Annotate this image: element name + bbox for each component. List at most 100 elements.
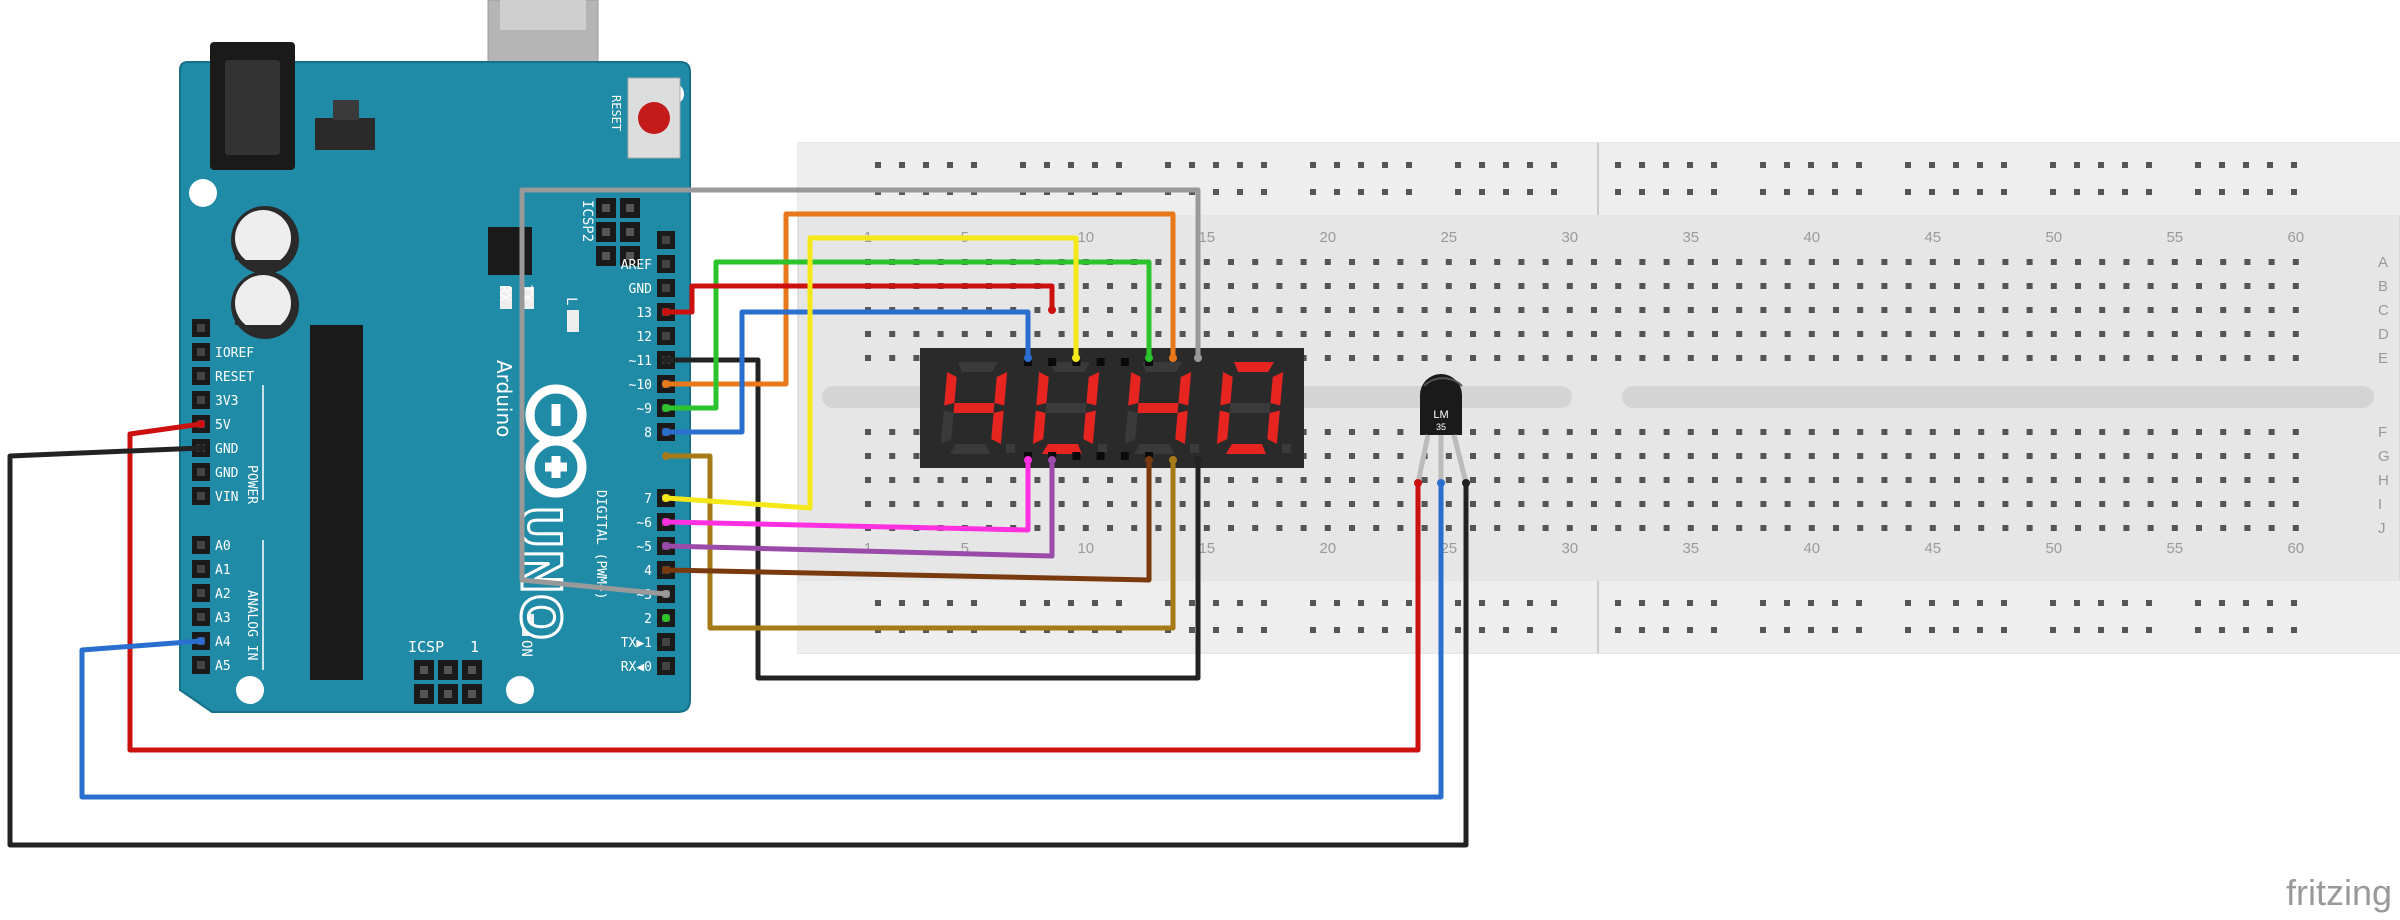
row-letter: A xyxy=(2378,254,2388,271)
wire xyxy=(663,457,1055,559)
display-segment xyxy=(1137,403,1179,413)
column-number: 30 xyxy=(1561,229,1578,246)
sensor-label-line1: LM xyxy=(1433,409,1448,421)
decimal-point xyxy=(1282,444,1291,453)
display-segment xyxy=(1267,410,1280,444)
decimal-point xyxy=(1190,444,1199,453)
column-number: 50 xyxy=(2045,540,2062,557)
digital-pin-label: 13 xyxy=(636,306,652,321)
column-number: 45 xyxy=(1924,540,1941,557)
display-segment xyxy=(950,444,990,454)
column-number: 10 xyxy=(1077,540,1094,557)
row-letter: B xyxy=(2378,278,2388,295)
display-segment xyxy=(994,372,1008,406)
power-pin-label: GND xyxy=(215,466,239,481)
display-segment xyxy=(1234,362,1274,372)
icsp2-label: ICSP2 xyxy=(579,200,595,242)
wire xyxy=(663,457,1152,583)
digital-header-label: DIGITAL (PWM~) xyxy=(593,490,608,600)
arduino-infinity-logo xyxy=(525,384,587,498)
display-segment xyxy=(940,410,954,444)
power-pin-label: VIN xyxy=(215,490,238,505)
board-outline xyxy=(179,61,691,713)
column-number: 35 xyxy=(1682,229,1699,246)
display-segment xyxy=(1042,444,1082,454)
digital-pin-label: 4 xyxy=(644,564,652,579)
analog-pin-label: A5 xyxy=(215,659,231,674)
column-number: 60 xyxy=(2287,229,2304,246)
power-pin-label: IOREF xyxy=(215,346,254,361)
display-segment xyxy=(1229,403,1271,413)
display-segment xyxy=(1124,410,1138,444)
row-letter: I xyxy=(2378,496,2382,513)
digital-pin-label: 2 xyxy=(644,612,652,627)
digital-pin-label: TX▶1 xyxy=(621,636,652,651)
fritzing-watermark: fritzing xyxy=(2286,872,2392,913)
column-number: 55 xyxy=(2166,229,2183,246)
column-number: 40 xyxy=(1803,540,1820,557)
lm35-temperature-sensor: LM 35 xyxy=(1415,374,1469,484)
mounting-hole xyxy=(506,676,534,704)
display-segment xyxy=(1216,410,1230,444)
wire xyxy=(663,453,1176,631)
display-segment xyxy=(958,362,998,372)
digital-pin-label: GND xyxy=(629,282,653,297)
power-pin-label: 5V xyxy=(215,418,231,433)
row-letter: G xyxy=(2378,448,2390,465)
digital-pin-label: ~11 xyxy=(629,354,652,369)
display-segment xyxy=(991,410,1004,444)
display-segment xyxy=(1045,403,1087,413)
column-number: 50 xyxy=(2045,229,2062,246)
breadboard-labels: 1155101015152020252530303535404045455050… xyxy=(864,229,2390,557)
icsp-label: ICSP xyxy=(408,638,444,656)
digital-pin-label: ~9 xyxy=(636,402,652,417)
icsp-header xyxy=(414,660,482,704)
column-number: 15 xyxy=(1198,229,1215,246)
display-segment xyxy=(1086,372,1100,406)
column-number: 15 xyxy=(1198,540,1215,557)
sensor-label-line2: 35 xyxy=(1436,422,1446,432)
wire xyxy=(663,357,1201,681)
wire xyxy=(7,445,1469,848)
column-number: 30 xyxy=(1561,540,1578,557)
column-number: 40 xyxy=(1803,229,1820,246)
wire xyxy=(663,457,1031,533)
display-segment xyxy=(1134,444,1174,454)
rx-label: RX xyxy=(496,285,512,302)
column-number: 60 xyxy=(2287,540,2304,557)
wire xyxy=(127,421,1421,753)
icsp2-header xyxy=(596,198,640,266)
display-segment xyxy=(1178,372,1192,406)
column-number: 5 xyxy=(961,540,969,557)
row-letter: C xyxy=(2378,302,2389,319)
column-number: 45 xyxy=(1924,229,1941,246)
column-number: 20 xyxy=(1319,540,1336,557)
wire xyxy=(519,187,1201,597)
analog-in-label: ANALOG IN xyxy=(244,590,259,660)
column-number: 20 xyxy=(1319,229,1336,246)
power-pin-label: RESET xyxy=(215,370,254,385)
seven-segment-display xyxy=(920,348,1304,468)
column-number: 55 xyxy=(2166,540,2183,557)
wire xyxy=(663,309,1031,435)
display-segment xyxy=(1220,372,1233,406)
row-letter: D xyxy=(2378,326,2389,343)
digital-pin-label: 8 xyxy=(644,426,652,441)
display-segment xyxy=(1175,410,1188,444)
wires xyxy=(7,187,1470,848)
power-label: POWER xyxy=(244,465,259,504)
digital-pin-label: 7 xyxy=(644,492,652,507)
uno-text: UNO xyxy=(509,505,572,640)
analog-pin-label: A1 xyxy=(215,563,231,578)
decimal-point xyxy=(1006,444,1015,453)
voltage-regulator xyxy=(315,118,375,150)
power-pin-label: 3V3 xyxy=(215,394,238,409)
wire xyxy=(79,480,1444,800)
digital-pin-label: RX◀0 xyxy=(621,660,652,675)
display-segment xyxy=(1128,372,1141,406)
display-segment xyxy=(944,372,957,406)
l-led xyxy=(567,310,579,332)
l-label: L xyxy=(563,297,579,305)
